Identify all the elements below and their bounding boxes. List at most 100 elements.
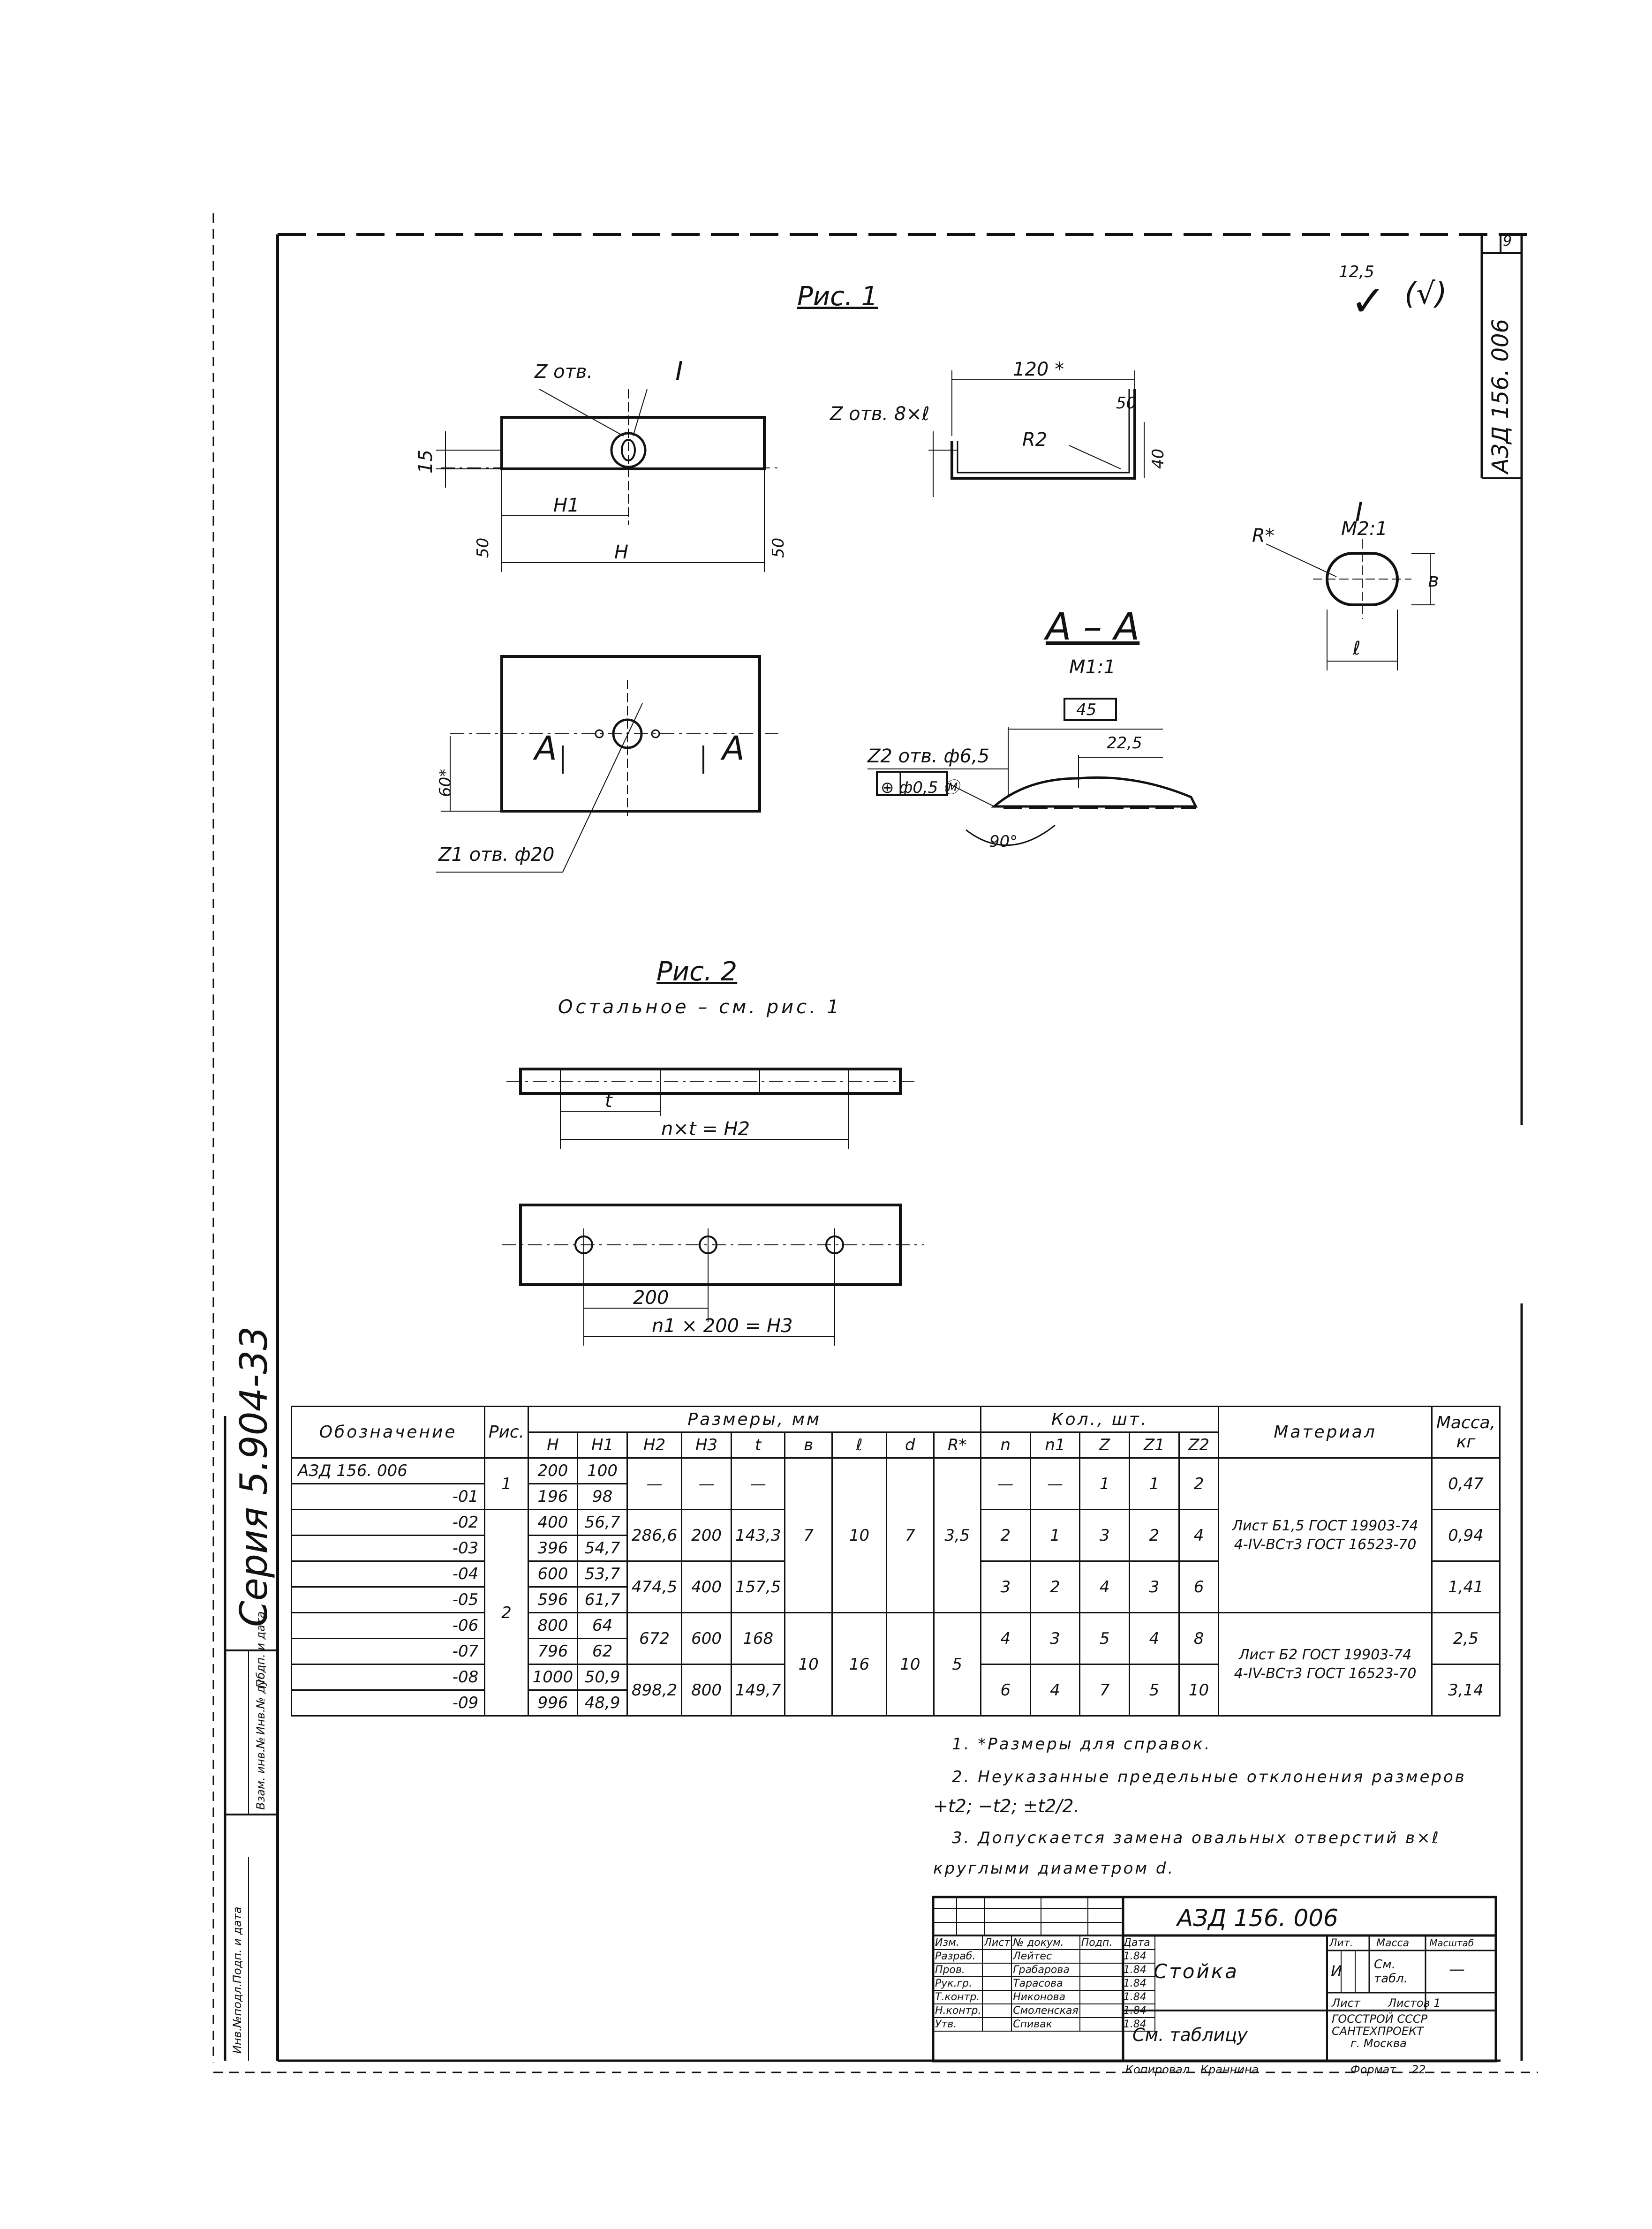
material-a-line2: 4-IV-ВСт3 ГОСТ 16523-70 xyxy=(1234,1536,1417,1553)
cell-h1: 50,9 xyxy=(577,1664,628,1691)
fig1-slot-holes: Z отв. 8×ℓ xyxy=(830,403,930,425)
cell-l: 10 xyxy=(831,1457,888,1613)
fig1-dim-h1: H1 xyxy=(553,495,580,516)
sig-cell: Подп. xyxy=(1079,1935,1123,1950)
title-copier: Краннина xyxy=(1200,2063,1259,2076)
section-aa-holes-z2: Z2 отв. ф6,5 xyxy=(867,746,990,767)
cell-h1: 98 xyxy=(577,1483,628,1510)
fig1-dim-15: 15 xyxy=(415,450,437,474)
cell-n: 3 xyxy=(980,1560,1031,1613)
cell-h1: 54,7 xyxy=(577,1535,628,1562)
header-l: ℓ xyxy=(831,1431,888,1459)
cell-designation: АЗД 156. 006 xyxy=(290,1457,486,1484)
roughness-check-icon: ✓ xyxy=(1350,277,1386,326)
signature-row: Рук.гр. Тарасова 1.84 xyxy=(933,1976,1155,1991)
cell-designation: -04 xyxy=(290,1560,486,1588)
sig-cell xyxy=(982,2017,1012,2032)
cell-designation: -01 xyxy=(290,1483,486,1510)
sig-cell: 1.84 xyxy=(1121,1990,1155,2004)
cell-mass: 3,14 xyxy=(1431,1664,1501,1717)
title-scale-value: — xyxy=(1449,1960,1465,1979)
header-r: R* xyxy=(933,1431,981,1459)
cell-r: 3,5 xyxy=(933,1457,981,1613)
fig1-holes-z: Z отв. xyxy=(535,361,593,383)
sig-cell: Лист xyxy=(982,1935,1012,1950)
sig-cell: Пров. xyxy=(933,1963,983,1977)
sig-cell xyxy=(982,1976,1012,1991)
fig2-note: Остальное – см. рис. 1 xyxy=(558,996,842,1018)
detail-i-radius: R* xyxy=(1252,525,1275,547)
cell-h: 396 xyxy=(527,1535,579,1562)
spec-table: Обозначение Рис. Размеры, мм Кол., шт. М… xyxy=(290,1406,1501,1717)
sig-cell: Изм. xyxy=(933,1935,983,1950)
cell-z1: 3 xyxy=(1129,1560,1180,1613)
title-format-label: Формат xyxy=(1350,2063,1396,2076)
sig-cell xyxy=(1079,2017,1123,2032)
title-mass-header: Масса xyxy=(1376,1937,1410,1949)
sig-cell: 1.84 xyxy=(1121,1976,1155,1991)
cell-l: 16 xyxy=(831,1612,888,1717)
cell-h1: 62 xyxy=(577,1638,628,1665)
fig2-title: Рис. 2 xyxy=(656,956,738,987)
signature-row: Изм. Лист № докум. Подп. Дата xyxy=(933,1935,1155,1950)
header-designation: Обозначение xyxy=(290,1406,486,1459)
sig-cell xyxy=(1079,1976,1123,1991)
section-aa-dim-45: 45 xyxy=(1076,700,1097,719)
cell-z: 7 xyxy=(1079,1664,1131,1717)
cell-n1: — xyxy=(1029,1457,1081,1510)
cell-h1: 64 xyxy=(577,1612,628,1639)
note-1: 1. *Размеры для справок. xyxy=(952,1735,1212,1754)
fig1-rough-right: 50 xyxy=(769,537,788,558)
cell-n: 2 xyxy=(980,1509,1031,1562)
header-z: Z xyxy=(1079,1431,1131,1459)
header-h1: H1 xyxy=(577,1431,628,1459)
cell-designation: -07 xyxy=(290,1638,486,1665)
cell-z2: 8 xyxy=(1178,1612,1220,1665)
sig-cell: Смоленская xyxy=(1011,2003,1080,2018)
cell-d: 7 xyxy=(886,1457,935,1613)
cell-n1: 3 xyxy=(1029,1612,1081,1665)
table-row: -07 796 62 xyxy=(290,1638,1500,1665)
cell-designation: -09 xyxy=(290,1689,486,1717)
cell-h3: 400 xyxy=(681,1560,732,1613)
detail-i-mark: I xyxy=(1355,497,1363,527)
cell-h1: 53,7 xyxy=(577,1560,628,1588)
header-h2: H2 xyxy=(626,1431,683,1459)
fig1-dim-120: 120 * xyxy=(1013,359,1064,380)
series-label: Серия 5.904-33 xyxy=(232,1326,276,1627)
sig-cell xyxy=(982,1949,1012,1964)
cell-h2: 286,6 xyxy=(626,1509,683,1562)
cell-z2: 6 xyxy=(1178,1560,1220,1613)
header-quantity: Кол., шт. xyxy=(980,1406,1220,1433)
cell-z1: 2 xyxy=(1129,1509,1180,1562)
sig-cell xyxy=(982,2003,1012,2018)
sig-cell xyxy=(1079,2003,1123,2018)
cell-z: 1 xyxy=(1079,1457,1131,1510)
cell-h1: 61,7 xyxy=(577,1586,628,1613)
note-3: 3. Допускается замена овальных отверстий… xyxy=(952,1829,1441,1847)
cell-h: 200 xyxy=(527,1457,579,1484)
note-3-cont: круглыми диаметром d. xyxy=(933,1859,1175,1878)
cell-t: — xyxy=(730,1457,786,1510)
fig1-holes-z1: Z1 отв. ф20 xyxy=(438,844,555,866)
cell-designation: -06 xyxy=(290,1612,486,1639)
title-signature-grid: Изм. Лист № докум. Подп. Дата Разраб. Ле… xyxy=(933,1935,1155,2032)
title-sheets: Листов 1 xyxy=(1388,1996,1441,2010)
table-row: -02 2 400 56,7 286,6 200 143,3 2 1 3 2 4… xyxy=(290,1509,1501,1717)
signature-row: Т.контр. Никонова 1.84 xyxy=(933,1990,1155,2004)
table-row: -06 800 64 672 600 168 10 16 10 5 4 3 5 … xyxy=(290,1612,1501,1717)
cell-mass: 0,47 xyxy=(1431,1457,1501,1510)
cell-material-a: Лист Б1,5 ГОСТ 19903-74 4-IV-ВСт3 ГОСТ 1… xyxy=(1218,1457,1433,1613)
cell-h3: 800 xyxy=(681,1664,732,1717)
section-aa-title: А – А xyxy=(1046,605,1140,648)
detail-i-dim-b: в xyxy=(1428,570,1439,591)
cell-h2: 898,2 xyxy=(626,1664,683,1717)
sig-cell: Рук.гр. xyxy=(933,1976,983,1991)
cell-h3: 200 xyxy=(681,1509,732,1562)
fig2-dim-t: t xyxy=(605,1090,612,1112)
section-aa-angle: 90° xyxy=(989,832,1018,851)
cell-z2: 4 xyxy=(1178,1509,1220,1562)
header-fig: Рис. xyxy=(484,1406,529,1459)
side-code: АЗД 156. 006 xyxy=(1487,318,1514,474)
cell-z: 5 xyxy=(1079,1612,1131,1665)
